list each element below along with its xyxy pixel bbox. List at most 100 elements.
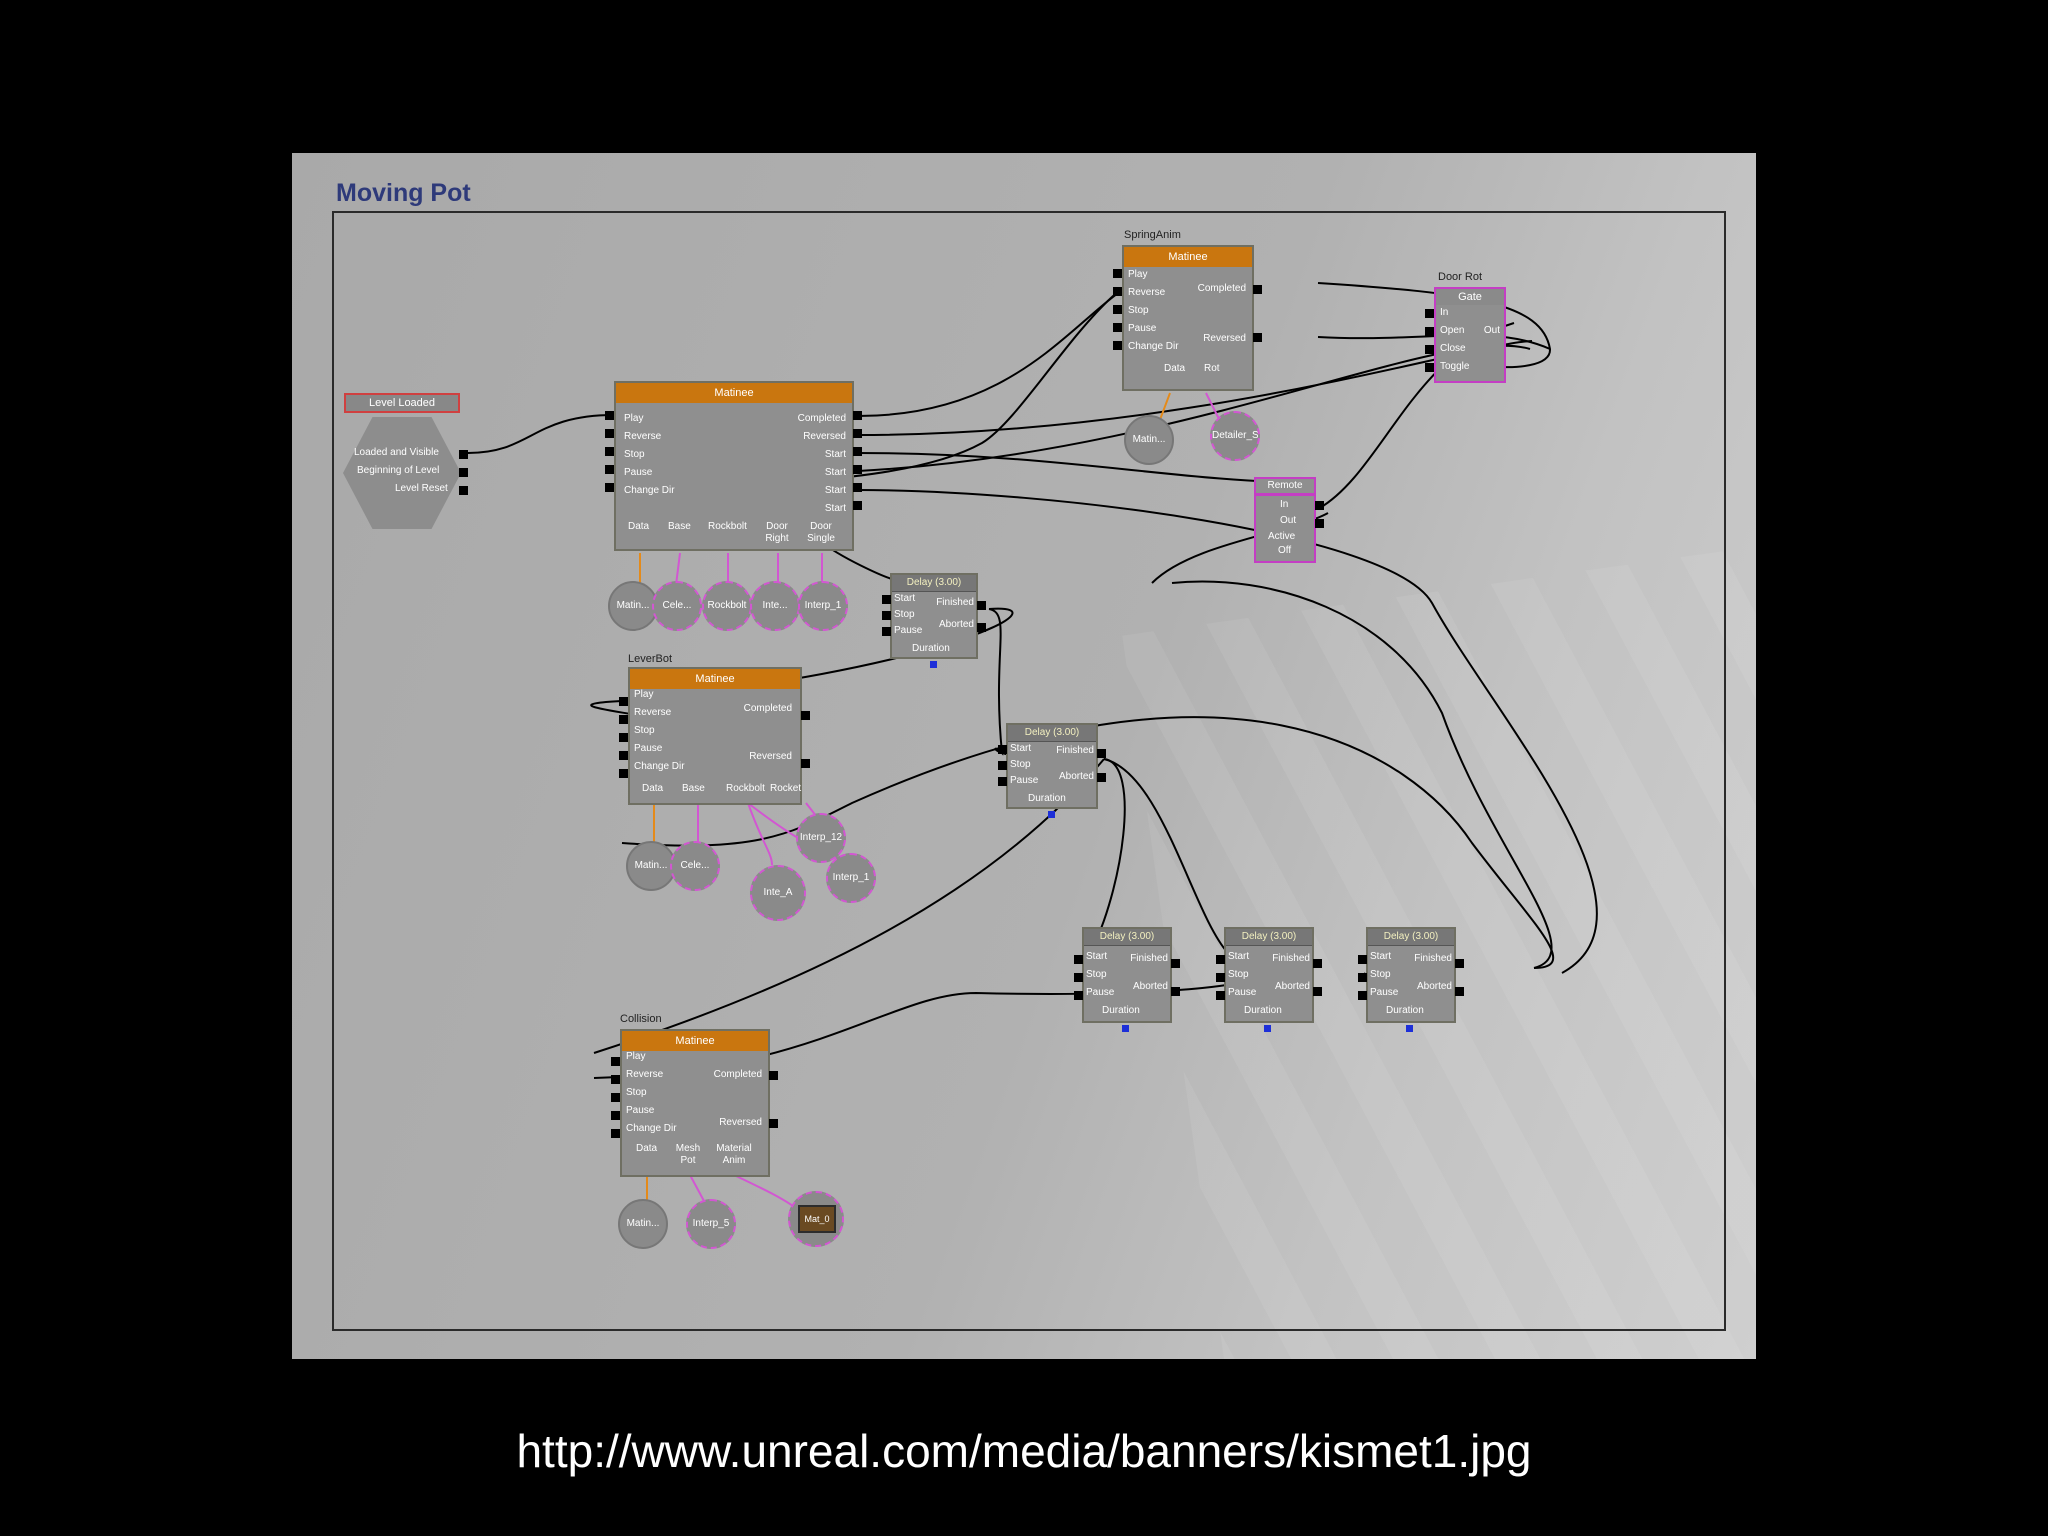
input-connector[interactable]	[1113, 287, 1122, 296]
delay-node-5[interactable]: Delay (3.00) Start Stop Pause Finished A…	[1366, 927, 1456, 1023]
input-connector[interactable]	[1113, 305, 1122, 314]
var-duration: Duration	[1028, 793, 1066, 804]
input-connector[interactable]	[619, 733, 628, 742]
variable-circle[interactable]: Matin...	[608, 581, 658, 631]
output-connector[interactable]	[801, 759, 810, 768]
duration-connector[interactable]	[1264, 1025, 1271, 1032]
input-connector[interactable]	[1074, 955, 1083, 964]
input-connector[interactable]	[611, 1057, 620, 1066]
variable-circle[interactable]: Inte_A	[750, 865, 806, 921]
input-connector[interactable]	[1216, 973, 1225, 982]
variable-circle[interactable]: Interp_1	[826, 853, 876, 903]
output-connector[interactable]	[1171, 959, 1180, 968]
matinee-node-main[interactable]: Matinee Play Reverse Stop Pause Change D…	[614, 381, 854, 551]
output-connector[interactable]	[459, 450, 468, 459]
output-connector[interactable]	[1315, 501, 1324, 510]
input-connector[interactable]	[882, 595, 891, 604]
input-connector[interactable]	[605, 483, 614, 492]
input-connector[interactable]	[1425, 309, 1434, 318]
duration-connector[interactable]	[930, 661, 937, 668]
output-connector[interactable]	[1455, 987, 1464, 996]
output-connector[interactable]	[1315, 519, 1324, 528]
duration-connector[interactable]	[1048, 811, 1055, 818]
input-connector[interactable]	[1358, 955, 1367, 964]
input-connector[interactable]	[605, 465, 614, 474]
duration-connector[interactable]	[1406, 1025, 1413, 1032]
level-loaded-event-node[interactable]: Level Loaded	[344, 393, 460, 413]
input-connector[interactable]	[619, 697, 628, 706]
variable-circle[interactable]: Matin...	[1124, 415, 1174, 465]
variable-circle[interactable]: Rockbolt	[702, 581, 752, 631]
input-reverse: Reverse	[624, 431, 662, 442]
output-connector[interactable]	[1097, 749, 1106, 758]
input-connector[interactable]	[605, 411, 614, 420]
variable-circle[interactable]: Matin...	[618, 1199, 668, 1249]
input-connector[interactable]	[611, 1129, 620, 1138]
variable-circle[interactable]: Interp_5	[686, 1199, 736, 1249]
output-connector[interactable]	[853, 411, 862, 420]
output-connector[interactable]	[459, 468, 468, 477]
input-connector[interactable]	[619, 715, 628, 724]
output-connector[interactable]	[1171, 987, 1180, 996]
input-connector[interactable]	[619, 751, 628, 760]
output-connector[interactable]	[977, 623, 986, 632]
input-connector[interactable]	[998, 777, 1007, 786]
input-connector[interactable]	[605, 429, 614, 438]
delay-node-2[interactable]: Delay (3.00) Start Stop Pause Finished A…	[1006, 723, 1098, 809]
input-connector[interactable]	[1425, 345, 1434, 354]
output-connector[interactable]	[853, 447, 862, 456]
output-connector[interactable]	[853, 483, 862, 492]
variable-circle[interactable]: Interp_12	[796, 813, 846, 863]
output-connector[interactable]	[853, 501, 862, 510]
variable-circle[interactable]: Interp_1	[798, 581, 848, 631]
input-connector[interactable]	[1425, 363, 1434, 372]
output-connector[interactable]	[769, 1119, 778, 1128]
output-connector[interactable]	[769, 1071, 778, 1080]
input-connector[interactable]	[1113, 269, 1122, 278]
input-connector[interactable]	[882, 627, 891, 636]
var-material-anim: Material Anim	[716, 1143, 752, 1166]
input-connector[interactable]	[1425, 327, 1434, 336]
input-connector[interactable]	[1113, 341, 1122, 350]
input-connector[interactable]	[1074, 973, 1083, 982]
output-connector[interactable]	[1455, 959, 1464, 968]
output-connector[interactable]	[853, 465, 862, 474]
matinee-node-springanim[interactable]: Matinee Play Reverse Stop Pause Change D…	[1122, 245, 1254, 391]
input-connector[interactable]	[1358, 991, 1367, 1000]
output-connector[interactable]	[977, 601, 986, 610]
output-connector[interactable]	[1313, 959, 1322, 968]
output-connector[interactable]	[1253, 333, 1262, 342]
input-connector[interactable]	[1358, 973, 1367, 982]
input-connector[interactable]	[611, 1111, 620, 1120]
input-connector[interactable]	[611, 1093, 620, 1102]
input-connector[interactable]	[998, 745, 1007, 754]
variable-circle[interactable]: Cele...	[670, 841, 720, 891]
variable-circle[interactable]: Matin...	[626, 841, 676, 891]
variable-circle[interactable]: Detailer_S	[1210, 411, 1260, 461]
input-connector[interactable]	[605, 447, 614, 456]
gate-node[interactable]: Gate In Open Close Toggle Out	[1434, 287, 1506, 383]
input-connector[interactable]	[1074, 991, 1083, 1000]
matinee-node-bottom[interactable]: Matinee Play Reverse Stop Pause Change D…	[620, 1029, 770, 1177]
duration-connector[interactable]	[1122, 1025, 1129, 1032]
output-connector[interactable]	[1097, 773, 1106, 782]
input-connector[interactable]	[882, 611, 891, 620]
variable-circle[interactable]: Cele...	[652, 581, 702, 631]
input-connector[interactable]	[1216, 955, 1225, 964]
input-connector[interactable]	[1113, 323, 1122, 332]
variable-circle[interactable]: Inte...	[750, 581, 800, 631]
delay-node-1[interactable]: Delay (3.00) Start Stop Pause Finished A…	[890, 573, 978, 659]
input-connector[interactable]	[611, 1075, 620, 1084]
delay-node-4[interactable]: Delay (3.00) Start Stop Pause Finished A…	[1224, 927, 1314, 1023]
input-connector[interactable]	[998, 761, 1007, 770]
output-connector[interactable]	[1253, 285, 1262, 294]
input-connector[interactable]	[619, 769, 628, 778]
remote-node[interactable]: Remote In Out Active Off	[1254, 477, 1316, 563]
input-connector[interactable]	[1216, 991, 1225, 1000]
delay-node-3[interactable]: Delay (3.00) Start Stop Pause Finished A…	[1082, 927, 1172, 1023]
output-connector[interactable]	[801, 711, 810, 720]
output-connector[interactable]	[459, 486, 468, 495]
matinee-node-leverbot[interactable]: Matinee Play Reverse Stop Pause Change D…	[628, 667, 802, 805]
output-connector[interactable]	[853, 429, 862, 438]
output-connector[interactable]	[1313, 987, 1322, 996]
